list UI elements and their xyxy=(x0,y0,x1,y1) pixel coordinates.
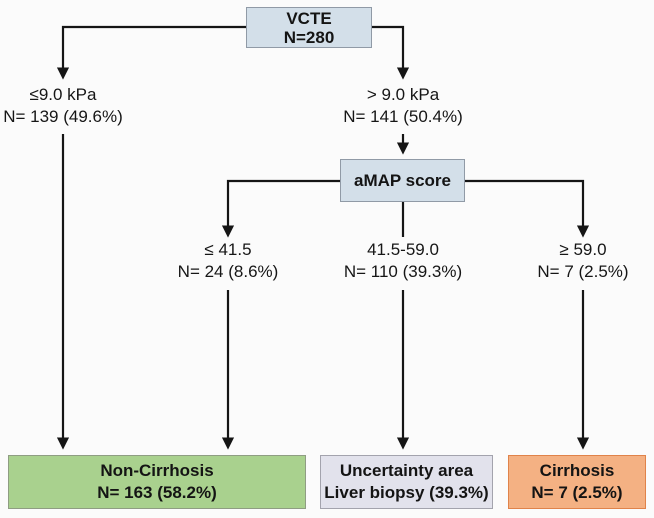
branch-high-kpa-condition: > 9.0 kPa xyxy=(366,85,440,104)
branch-amap-mid: 41.5-59.0 N= 110 (39.3%) xyxy=(323,239,483,283)
outcome-uncertainty-area: Uncertainty area Liver biopsy (39.3%) xyxy=(320,455,493,509)
node-amap-score: aMAP score xyxy=(340,159,465,202)
connector-vcte-to-low-kpa xyxy=(56,25,246,80)
branch-low-kpa: ≤9.0 kPa N= 139 (49.6%) xyxy=(0,84,143,128)
branch-high-kpa: > 9.0 kPa N= 141 (50.4%) xyxy=(323,84,483,128)
connector-amap-to-low xyxy=(221,179,340,238)
branch-low-kpa-count: N= 139 (49.6%) xyxy=(3,107,123,126)
branch-amap-high: ≥ 59.0 N= 7 (2.5%) xyxy=(503,239,654,283)
node-vcte: VCTE N=280 xyxy=(246,7,372,48)
outcome-non-cirrhosis-count: N= 163 (58.2%) xyxy=(97,483,217,503)
branch-amap-low-condition: ≤ 41.5 xyxy=(204,240,252,259)
branch-amap-mid-condition: 41.5-59.0 xyxy=(367,240,439,259)
connector-amap-to-high xyxy=(465,179,590,238)
branch-amap-high-count: N= 7 (2.5%) xyxy=(537,262,629,281)
branch-amap-high-condition: ≥ 59.0 xyxy=(559,240,607,259)
branch-amap-low-count: N= 24 (8.6%) xyxy=(177,262,279,281)
node-vcte-title: VCTE xyxy=(286,8,332,28)
outcome-cirrhosis: Cirrhosis N= 7 (2.5%) xyxy=(508,455,646,509)
outcome-uncertainty-area-label: Uncertainty area xyxy=(339,460,474,480)
outcome-cirrhosis-label: Cirrhosis xyxy=(539,460,615,480)
connector-vcte-to-high-kpa xyxy=(372,25,410,80)
branch-amap-low: ≤ 41.5 N= 24 (8.6%) xyxy=(148,239,308,283)
branch-amap-mid-count: N= 110 (39.3%) xyxy=(343,262,463,281)
node-amap-score-title: aMAP score xyxy=(353,171,451,190)
outcome-cirrhosis-count: N= 7 (2.5%) xyxy=(531,483,623,503)
outcome-non-cirrhosis: Non-Cirrhosis N= 163 (58.2%) xyxy=(8,455,306,509)
branch-high-kpa-count: N= 141 (50.4%) xyxy=(343,107,463,126)
outcome-non-cirrhosis-label: Non-Cirrhosis xyxy=(100,460,214,480)
branch-low-kpa-condition: ≤9.0 kPa xyxy=(29,85,97,104)
node-vcte-count: N=280 xyxy=(283,27,335,47)
outcome-uncertainty-area-count: Liver biopsy (39.3%) xyxy=(324,483,489,503)
